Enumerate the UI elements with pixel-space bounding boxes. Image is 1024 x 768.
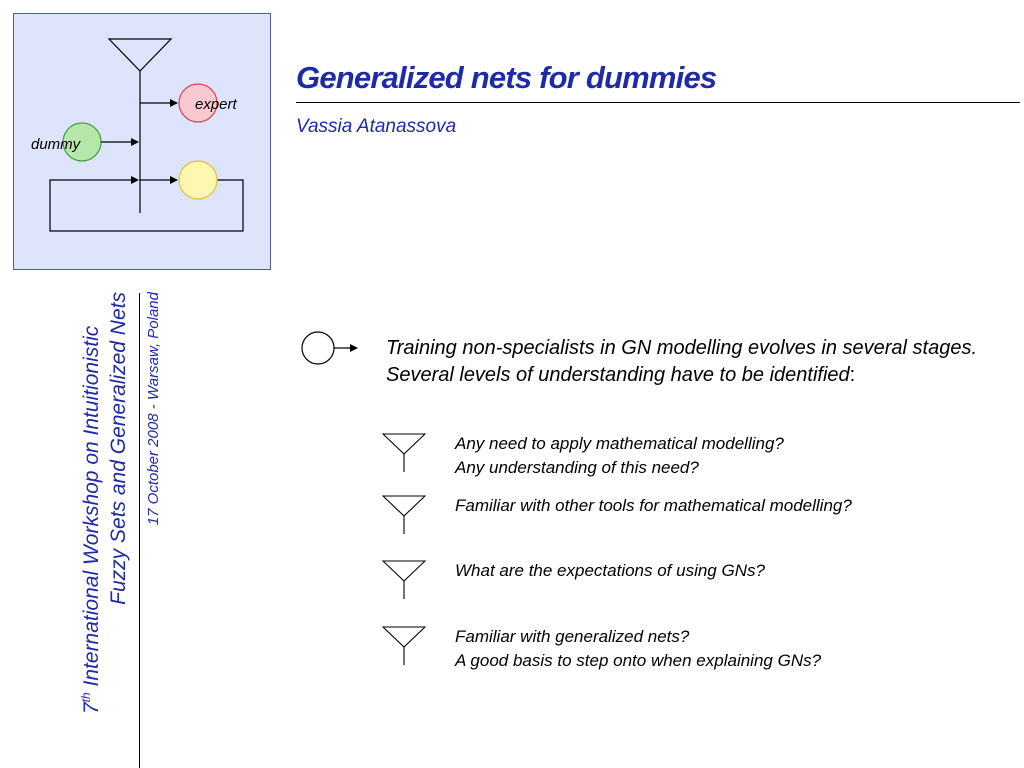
list-item-line2: A good basis to step onto when explainin… bbox=[455, 651, 822, 670]
workshop-date-place: 17 October 2008 - Warsaw, Poland bbox=[145, 292, 162, 525]
transition-bullet-icon bbox=[382, 560, 426, 599]
sidebar-divider bbox=[139, 293, 140, 768]
gn-logo-diagram: expert dummy bbox=[31, 38, 244, 232]
list-item: Familiar with generalized nets? A good b… bbox=[382, 626, 1012, 676]
workshop-title-line1: 7th International Workshop on Intuitioni… bbox=[79, 325, 103, 714]
list-item-text: Any need to apply mathematical modelling… bbox=[455, 432, 784, 480]
list-item-text: What are the expectations of using GNs? bbox=[455, 559, 765, 583]
workshop-ordinal-suffix: th bbox=[79, 692, 93, 702]
workshop-sidebar: 7th International Workshop on Intuitioni… bbox=[78, 292, 168, 717]
list-item-line1: Any need to apply mathematical modelling… bbox=[455, 434, 784, 453]
list-item: Familiar with other tools for mathematic… bbox=[382, 495, 1012, 545]
loop-place-icon bbox=[178, 160, 218, 200]
workshop-ordinal: 7 bbox=[80, 701, 103, 714]
transition-bullet-icon bbox=[382, 495, 426, 534]
transition-bullet-icon bbox=[382, 433, 426, 472]
list-item-text: Familiar with generalized nets? A good b… bbox=[455, 625, 821, 673]
lead-paragraph: Training non-specialists in GN modelling… bbox=[386, 335, 996, 389]
expert-label: expert bbox=[195, 96, 238, 113]
list-item-line2: Any understanding of this need? bbox=[455, 458, 699, 477]
author-name: Vassia Atanassova bbox=[296, 116, 457, 137]
expert-place-icon bbox=[178, 83, 218, 123]
list-item-line1: What are the expectations of using GNs? bbox=[455, 561, 765, 580]
transition-bullet-icon bbox=[382, 626, 426, 665]
list-item-line1: Familiar with generalized nets? bbox=[455, 627, 690, 646]
title-divider bbox=[296, 102, 1020, 103]
lead-text: Training non-specialists in GN modelling… bbox=[386, 337, 978, 386]
dummy-label: dummy bbox=[31, 136, 82, 153]
list-item: Any need to apply mathematical modelling… bbox=[382, 433, 1012, 483]
page-title: Generalized nets for dummies bbox=[296, 60, 717, 95]
gn-logo: expert dummy bbox=[13, 13, 271, 270]
workshop-title-line2: Fuzzy Sets and Generalized Nets bbox=[107, 292, 130, 605]
place-arrow-icon bbox=[301, 331, 358, 365]
list-item-line1: Familiar with other tools for mathematic… bbox=[455, 496, 852, 515]
list-item-text: Familiar with other tools for mathematic… bbox=[455, 494, 852, 518]
loop-arc bbox=[49, 176, 244, 232]
list-item: What are the expectations of using GNs? bbox=[382, 560, 1012, 610]
lead-colon: : bbox=[849, 364, 856, 386]
transition-triangle-icon bbox=[107, 38, 173, 72]
workshop-title-rest: International Workshop on Intuitionistic bbox=[80, 325, 103, 692]
workshop-sidebar-text: 7th International Workshop on Intuitioni… bbox=[79, 292, 162, 714]
